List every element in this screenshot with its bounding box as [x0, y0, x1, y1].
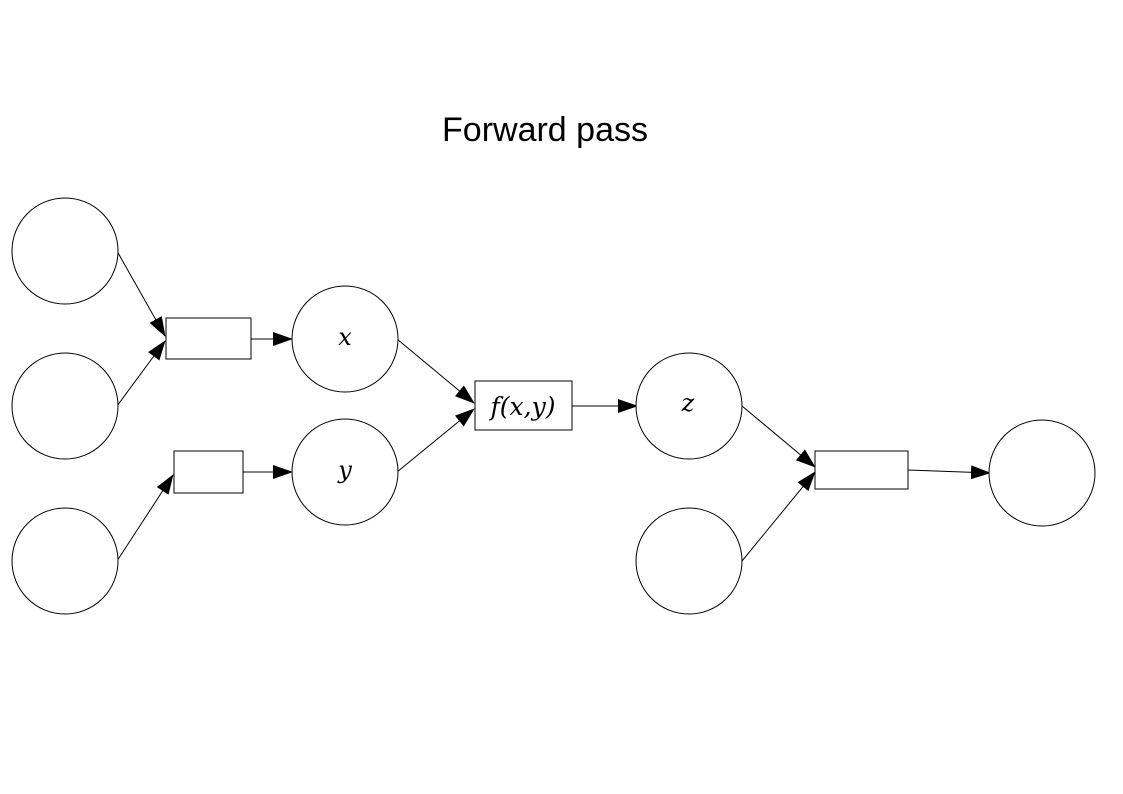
- node-y: y: [291, 418, 399, 526]
- edge-in2-to-op1: [116, 340, 166, 407]
- node-x-circle: [291, 285, 399, 393]
- node-z-label: z: [681, 389, 695, 417]
- node-z-circle: [635, 352, 743, 460]
- node-y-label: y: [337, 456, 352, 484]
- edge-in1-to-op1: [116, 250, 166, 337]
- node-x: x: [291, 285, 399, 393]
- diagram-title: Forward pass: [442, 111, 648, 149]
- node-z: z: [635, 352, 743, 460]
- edge-in3-to-op2: [116, 474, 174, 562]
- edge-z-to-op3: [741, 405, 816, 468]
- node-x-label: x: [338, 323, 352, 351]
- input-node-2: [11, 352, 119, 460]
- function-box: f(x,y): [474, 380, 573, 431]
- function-box-rect: [474, 380, 573, 431]
- input-node-1: [11, 197, 119, 305]
- function-box-label: f(x,y): [489, 392, 556, 421]
- edge-in4-to-op3: [741, 471, 816, 562]
- output-node: [988, 419, 1096, 527]
- operation-box-3: [814, 450, 909, 490]
- operation-box-1: [165, 317, 252, 360]
- edge-x-to-f: [396, 338, 475, 404]
- edge-y-to-f: [396, 408, 475, 473]
- edge-op3-to-out: [907, 465, 991, 480]
- operation-box-2: [173, 450, 244, 494]
- input-node-3: [11, 507, 119, 615]
- edges: [116, 250, 991, 562]
- node-y-circle: [291, 418, 399, 526]
- input-node-4: [635, 507, 743, 615]
